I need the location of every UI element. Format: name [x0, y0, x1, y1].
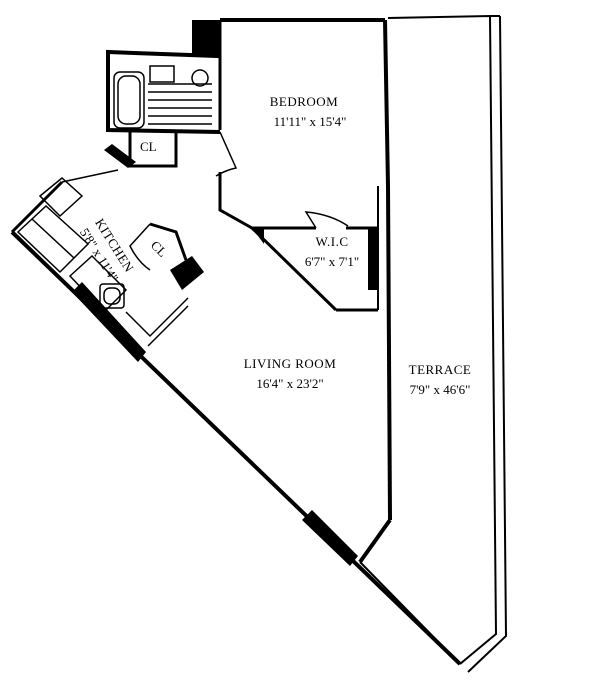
bath-closet-label: CL [140, 139, 157, 154]
terrace-name: TERRACE [409, 362, 472, 377]
kitchen-closet-label: CL [148, 238, 170, 260]
bedroom-walls [218, 20, 378, 230]
wic-name: W.I.C [315, 234, 348, 249]
wic-dims: 6'7" x 7'1" [305, 254, 359, 269]
bath-floor-lines [148, 83, 212, 125]
label-kitchen: KITCHEN 5'8" x 11'4" [77, 216, 137, 285]
bedroom-name: BEDROOM [270, 94, 339, 109]
bedroom-dims: 11'11" x 15'4" [274, 114, 347, 129]
kitchen: CL [10, 169, 204, 347]
label-wic: W.I.C 6'7" x 7'1" [305, 234, 359, 269]
wic-walls [250, 226, 378, 312]
label-bedroom: BEDROOM 11'11" x 15'4" [270, 94, 347, 129]
label-terrace: TERRACE 7'9" x 46'6" [409, 362, 472, 397]
terrace-dims: 7'9" x 46'6" [410, 382, 471, 397]
exterior-walls [10, 18, 462, 666]
living-room-name: LIVING ROOM [244, 356, 337, 371]
windows [72, 228, 378, 566]
bath-closet: CL [104, 132, 178, 168]
living-room-dims: 16'4" x 23'2" [256, 376, 323, 391]
label-living-room: LIVING ROOM 16'4" x 23'2" [244, 356, 337, 391]
bathroom [106, 20, 238, 177]
terrace-outline [387, 14, 508, 673]
